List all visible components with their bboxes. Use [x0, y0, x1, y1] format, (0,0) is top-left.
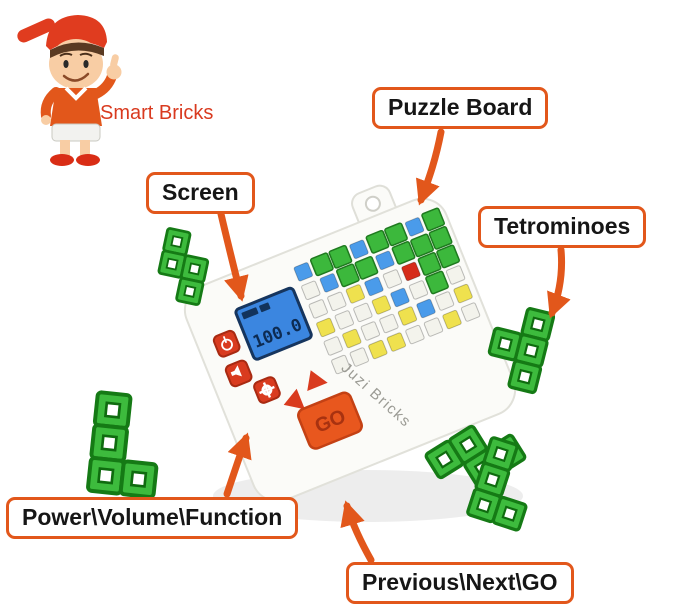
board-stud — [401, 261, 421, 282]
mascot-leg — [60, 140, 70, 156]
board-stud — [345, 284, 366, 304]
board-piece-stud — [421, 207, 445, 232]
power-button — [212, 329, 241, 358]
arrow-previous-next-go — [340, 500, 375, 564]
board-stud — [460, 302, 481, 322]
cap-brim — [17, 18, 56, 43]
mascot-smile — [62, 72, 90, 82]
arrow-power-volume-function — [223, 432, 252, 498]
mascot-shirt — [50, 88, 102, 126]
board-stud — [453, 283, 473, 304]
mascot-fist — [106, 64, 122, 80]
board-stud — [404, 217, 425, 237]
mascot-shorts — [51, 123, 101, 142]
board-stud — [323, 336, 343, 356]
arrow-tetrominoes — [547, 246, 571, 319]
mascot-shoe — [76, 154, 100, 166]
board-piece-stud — [417, 252, 442, 276]
mascot-arm — [91, 71, 117, 99]
board-piece-stud — [391, 241, 416, 265]
board-stud — [342, 328, 362, 349]
board-stud — [360, 321, 381, 341]
speaker-icon — [230, 365, 243, 377]
board-stud — [308, 299, 328, 319]
thumbs-up-icon — [110, 54, 119, 69]
board-piece-stud — [336, 263, 360, 288]
board-stud — [375, 250, 395, 271]
arrow-puzzle-board — [415, 128, 445, 206]
tetromino-l-piece-left — [85, 390, 159, 500]
mascot-leg — [80, 140, 90, 156]
board-stud — [379, 313, 399, 334]
board-stud — [416, 298, 436, 319]
mascot-collar — [64, 86, 88, 101]
previous-button — [283, 388, 305, 410]
mascot-shoe — [50, 154, 74, 166]
board-piece-stud — [365, 229, 390, 254]
board-stud — [293, 262, 313, 282]
board-stud — [371, 295, 392, 315]
puzzle-board-grid — [293, 207, 481, 375]
board-piece-stud — [436, 244, 460, 269]
callout-puzzle-board: Puzzle Board — [372, 87, 549, 129]
brand-name: Smart Bricks — [100, 102, 214, 124]
board-stud — [368, 339, 388, 360]
mascot-arm — [40, 87, 61, 121]
board-piece-stud — [410, 233, 434, 258]
board-stud — [301, 280, 321, 301]
mascot-brow — [79, 52, 93, 57]
board-piece-stud — [425, 270, 449, 295]
mascot — [17, 15, 122, 166]
callout-screen: Screen — [146, 172, 255, 214]
board-piece-stud — [428, 226, 453, 250]
mascot-brow — [59, 52, 73, 57]
callout-previous-next-go: Previous\Next\GO — [346, 562, 574, 604]
board-stud — [319, 273, 340, 293]
next-button — [307, 370, 328, 392]
board-stud — [353, 302, 373, 323]
device: 100.0 — [183, 184, 517, 503]
board-stud — [434, 291, 455, 311]
board-stud — [442, 309, 462, 330]
board-piece-stud — [309, 252, 334, 277]
board-stud — [382, 269, 403, 289]
board-piece-stud — [384, 222, 408, 247]
mascot-eye — [63, 60, 69, 68]
cap — [46, 15, 107, 50]
board-stud — [331, 354, 351, 375]
board-piece-stud — [354, 256, 379, 280]
function-button — [253, 376, 281, 404]
board-stud — [405, 324, 425, 345]
power-icon — [221, 335, 233, 351]
gear-icon — [259, 382, 275, 398]
board-stud — [327, 291, 347, 312]
mascot-hand — [41, 115, 51, 125]
callout-tetrominoes: Tetrominoes — [478, 206, 647, 248]
board-stud — [445, 265, 466, 285]
go-button: GO — [297, 391, 363, 450]
lcd-indicator — [241, 307, 259, 320]
board-stud — [390, 287, 410, 308]
board-stud — [349, 347, 369, 367]
board-stud — [349, 239, 369, 259]
board-stud — [408, 280, 429, 300]
board-stud — [397, 306, 418, 326]
mascot-eye — [83, 60, 89, 68]
board-stud — [423, 317, 444, 337]
lcd-indicator — [259, 302, 271, 313]
board-stud — [364, 276, 384, 297]
board-piece-stud — [328, 244, 353, 269]
arrow-screen — [217, 210, 249, 302]
board-stud — [386, 332, 407, 352]
board-stud — [334, 310, 354, 330]
callout-power-volume-function: Power\Volume\Function — [6, 497, 299, 539]
volume-button — [224, 359, 253, 388]
mascot-hair — [50, 42, 104, 58]
board-stud — [316, 317, 336, 338]
